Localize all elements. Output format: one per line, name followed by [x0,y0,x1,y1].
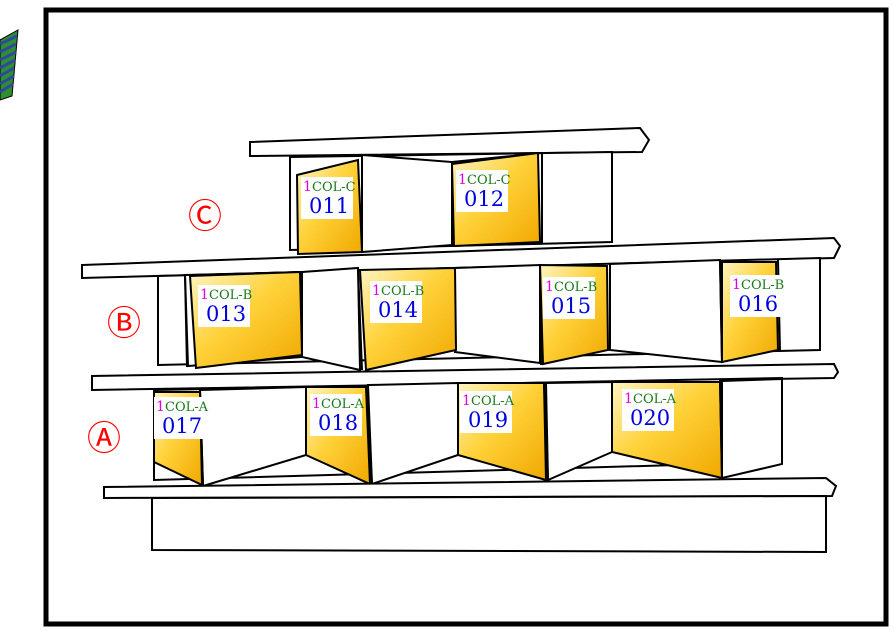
row-label-a: Ⓐ [87,419,121,459]
bin-qty: 1 [312,396,321,412]
bin-col: COL-B [381,284,424,299]
row-label-c: Ⓒ [188,197,222,237]
bin-label-background [310,394,362,436]
bin-col: COL-A [471,394,515,409]
bin-col: COL-A [633,392,677,407]
bin-number: 019 [468,408,508,432]
bin-qty: 1 [372,283,381,299]
bin-qty: 1 [156,399,165,415]
bin-label-background [456,170,508,212]
shelf-base [151,494,827,554]
bin-number: 012 [464,187,504,211]
row-b-unit [157,256,821,372]
shelf-board-middle [91,362,840,392]
bin-qty: 1 [200,287,209,303]
bin-col: COL-C [467,173,511,188]
bin-qty: 1 [303,179,312,195]
shelf-board-top [81,236,842,280]
bin-label-background [460,391,512,433]
bin-label-background [730,275,782,317]
bin-number: 020 [630,406,670,430]
bin-label-background [198,285,250,327]
bin-qty: 1 [545,279,554,295]
bin-label-background [543,277,595,319]
bin-number: 018 [318,411,358,435]
bin-col: COL-C [312,180,356,195]
bin-col: COL-A [165,400,209,415]
bin-label-background [370,281,422,323]
bin-number: 014 [378,298,418,322]
bin-number: 015 [551,294,591,318]
bin-qty: 1 [462,393,471,409]
bin-number: 013 [206,302,246,326]
bin-qty: 1 [732,277,741,293]
bin-col: COL-B [554,280,597,295]
bin-col: COL-B [209,288,252,303]
bin-qty: 1 [458,172,467,188]
bin-number: 016 [738,292,778,316]
bin-label-background [154,397,206,439]
bin-label-background [622,389,674,431]
bin-col: COL-A [321,397,365,412]
bin-number: 017 [162,414,202,438]
striped-box-icon [0,29,19,101]
bin-number: 011 [309,194,349,218]
bin-col: COL-B [741,278,784,293]
bin-label-background [301,177,353,219]
shelf-board-bottom [103,476,838,500]
bin-qty: 1 [624,391,633,407]
row-label-b: Ⓑ [107,304,141,344]
